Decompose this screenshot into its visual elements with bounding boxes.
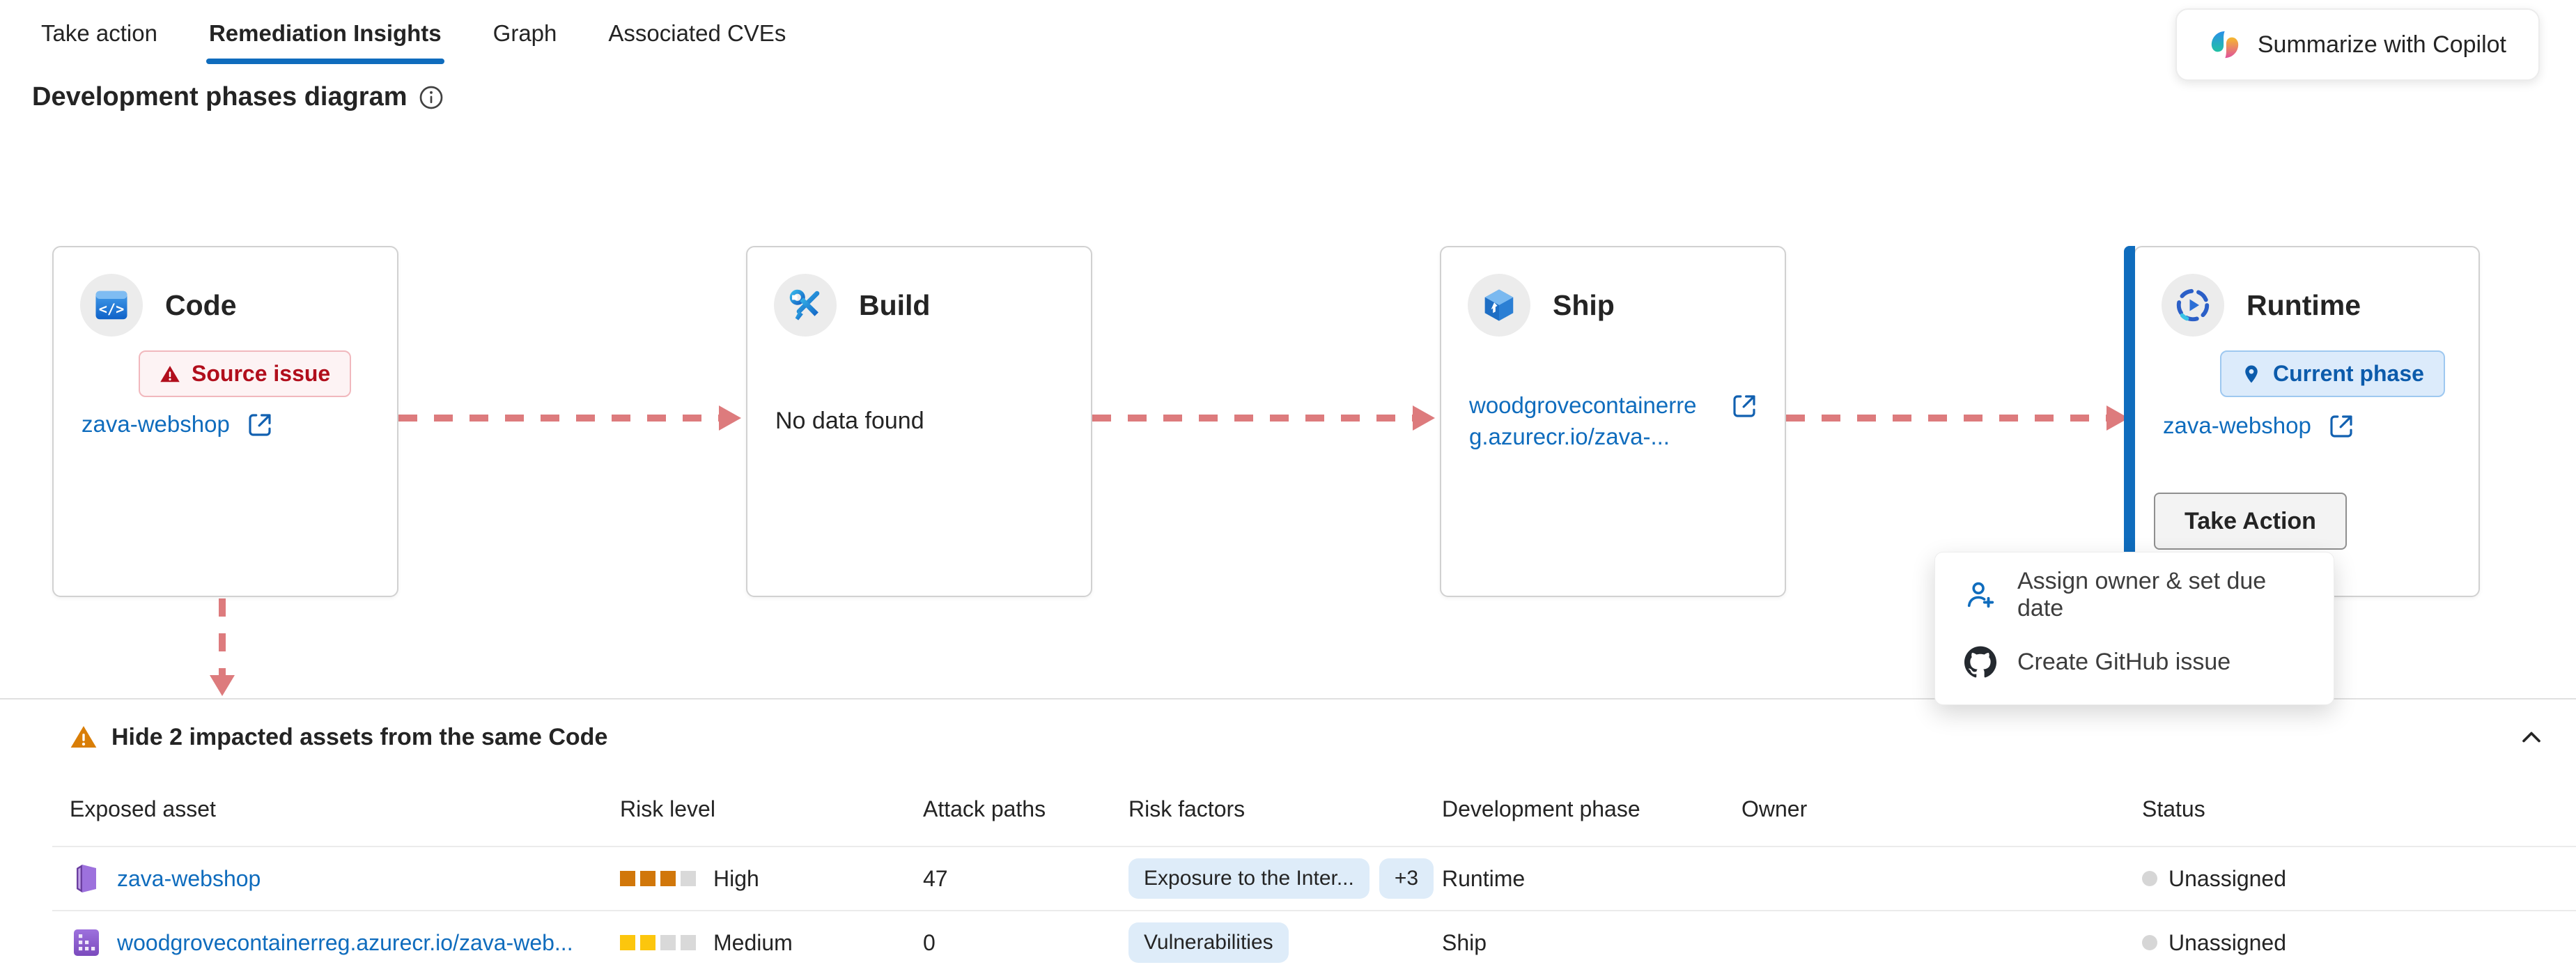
development-phase-value: Runtime xyxy=(1442,865,1526,891)
runtime-asset-link[interactable]: zava-webshop xyxy=(2163,410,2356,442)
asset-link[interactable]: zava-webshop xyxy=(117,865,261,891)
column-header: Attack paths xyxy=(923,796,1046,821)
risk-level-squares xyxy=(620,866,701,892)
asset-link[interactable]: woodgrovecontainerreg.azurecr.io/zava-we… xyxy=(117,929,573,955)
ship-asset-link[interactable]: woodgrovecontainerreg.azurecr.io/zava-..… xyxy=(1469,390,1759,452)
current-phase-badge: Current phase xyxy=(2220,350,2445,397)
take-action-menu: Assign owner & set due date Create GitHu… xyxy=(1934,552,2334,705)
tab-bar: Take action Remediation Insights Graph A… xyxy=(38,0,789,67)
location-pin-icon xyxy=(2245,365,2258,382)
risk-level-label: High xyxy=(713,865,759,891)
status-dot xyxy=(2142,871,2157,886)
status-badge: Unassigned xyxy=(2142,930,2576,956)
info-icon[interactable] xyxy=(419,85,444,110)
phase-title: Code xyxy=(165,288,237,321)
status-label: Unassigned xyxy=(2168,865,2286,891)
phase-card-build: Build No data found xyxy=(746,246,1092,597)
development-phase-value: Ship xyxy=(1442,929,1487,955)
phase-arrow-code-build xyxy=(398,405,741,431)
phase-arrow-build-ship xyxy=(1092,405,1435,431)
phase-card-ship: Ship woodgrovecontainerreg.azurecr.io/za… xyxy=(1440,246,1786,597)
impacted-assets-toggle[interactable]: Hide 2 impacted assets from the same Cod… xyxy=(70,712,2547,762)
impacted-assets-table: Exposed asset Risk level Attack paths Ri… xyxy=(52,772,2576,974)
risk-level-label: Medium xyxy=(713,929,793,955)
phase-arrow-ship-runtime xyxy=(1786,405,2129,431)
github-icon xyxy=(1964,646,1996,678)
page-title: Development phases diagram xyxy=(32,82,408,111)
ship-icon xyxy=(1468,274,1530,337)
link-text: woodgrovecontainerreg.azurecr.io/zava-..… xyxy=(1469,392,1697,449)
current-phase-label: Current phase xyxy=(2273,361,2424,386)
column-header: Risk factors xyxy=(1128,796,1246,821)
container-app-icon xyxy=(77,865,96,892)
external-link-icon xyxy=(249,414,271,436)
phase-arrow-code-assets xyxy=(210,598,235,696)
code-icon: </> xyxy=(80,274,143,337)
external-link-icon xyxy=(1733,395,1755,417)
container-registry-icon xyxy=(74,929,99,956)
menu-item-label: Assign owner & set due date xyxy=(2017,568,2267,621)
status-dot xyxy=(2142,935,2157,950)
table-row: woodgrovecontainerreg.azurecr.io/zava-we… xyxy=(52,910,2576,974)
current-phase-indicator-bar xyxy=(2124,246,2135,597)
build-icon xyxy=(774,274,837,337)
tab-take-action[interactable]: Take action xyxy=(41,20,157,46)
take-action-button[interactable]: Take Action xyxy=(2154,493,2347,550)
phase-title: Ship xyxy=(1553,288,1615,321)
external-link-icon xyxy=(2330,415,2352,438)
risk-factor-pill[interactable]: Vulnerabilities xyxy=(1128,922,1289,963)
no-data-text: No data found xyxy=(775,408,924,434)
status-badge: Unassigned xyxy=(2142,866,2576,892)
svg-text:</>: </> xyxy=(99,300,125,317)
menu-item-create-github-issue[interactable]: Create GitHub issue xyxy=(1935,632,2334,692)
link-text: zava-webshop xyxy=(82,411,230,437)
phase-card-header: Ship xyxy=(1468,274,1615,337)
phase-card-header: </> Code xyxy=(80,274,237,337)
column-header: Development phase xyxy=(1442,796,1640,821)
risk-factor-pill[interactable]: Exposure to the Inter... xyxy=(1128,858,1370,899)
tab-graph[interactable]: Graph xyxy=(492,20,557,46)
attack-paths-value: 47 xyxy=(923,865,948,891)
page-title-row: Development phases diagram xyxy=(32,82,444,112)
runtime-icon xyxy=(2162,274,2224,337)
section-divider xyxy=(0,698,2576,699)
tab-remediation-insights[interactable]: Remediation Insights xyxy=(205,0,444,67)
phase-title: Runtime xyxy=(2247,288,2361,321)
copilot-button-label: Summarize with Copilot xyxy=(2257,31,2506,58)
column-header: Exposed asset xyxy=(70,796,216,821)
source-issue-badge: Source issue xyxy=(139,350,352,397)
copilot-icon xyxy=(2211,31,2239,59)
source-issue-label: Source issue xyxy=(192,361,331,386)
table-body: zava-webshop High 47 Exposure to the Int… xyxy=(52,846,2576,974)
phase-card-code: </> Code Source issue zava-webshop xyxy=(52,246,398,597)
risk-factor-pill-more[interactable]: +3 xyxy=(1379,858,1434,899)
table-row: zava-webshop High 47 Exposure to the Int… xyxy=(52,846,2576,910)
code-asset-link[interactable]: zava-webshop xyxy=(82,409,274,440)
risk-level-squares xyxy=(620,930,701,956)
column-header: Status xyxy=(2142,796,2205,821)
chevron-up-icon[interactable] xyxy=(2516,722,2547,752)
attack-paths-value: 0 xyxy=(923,929,936,955)
person-add-icon xyxy=(1967,582,1994,608)
phase-card-header: Build xyxy=(774,274,930,337)
phase-title: Build xyxy=(859,288,931,321)
warning-icon xyxy=(70,726,97,748)
column-header: Owner xyxy=(1741,796,1808,821)
phase-card-header: Runtime xyxy=(2162,274,2361,337)
phase-card-runtime: Runtime Current phase zava-webshop Take … xyxy=(2124,246,2480,597)
summarize-with-copilot-button[interactable]: Summarize with Copilot xyxy=(2175,8,2540,81)
menu-item-label: Create GitHub issue xyxy=(2017,648,2231,675)
impacted-assets-toggle-label: Hide 2 impacted assets from the same Cod… xyxy=(111,723,608,750)
status-label: Unassigned xyxy=(2168,929,2286,955)
table-header-row: Exposed asset Risk level Attack paths Ri… xyxy=(52,772,2576,846)
tab-associated-cves[interactable]: Associated CVEs xyxy=(608,20,786,46)
column-header: Risk level xyxy=(620,796,715,821)
link-text: zava-webshop xyxy=(2163,412,2311,438)
menu-item-assign-owner[interactable]: Assign owner & set due date xyxy=(1935,565,2334,625)
warning-icon xyxy=(160,365,180,382)
